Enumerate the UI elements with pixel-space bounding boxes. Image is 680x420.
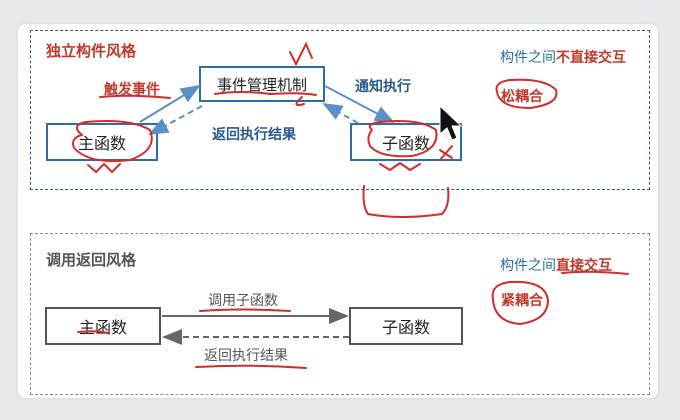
note-prefix-bottom: 构件之间 bbox=[500, 258, 556, 274]
call-return-panel bbox=[30, 233, 650, 395]
direct-interaction-note: 构件之间直接交互 bbox=[500, 255, 612, 275]
sub-function-box-top: 子函数 bbox=[350, 123, 462, 161]
call-return-style-title: 调用返回风格 bbox=[46, 251, 137, 269]
sub-function-label-bottom: 子函数 bbox=[381, 318, 430, 337]
note-emphasis-top: 不直接交互 bbox=[556, 50, 626, 66]
call-sub-function-label: 调用子函数 bbox=[208, 293, 278, 309]
independent-style-title: 独立构件风格 bbox=[46, 42, 137, 60]
main-function-label-bottom: 主函数 bbox=[78, 318, 127, 337]
event-manager-label: 事件管理机制 bbox=[216, 75, 307, 94]
return-result-label-bottom: 返回执行结果 bbox=[204, 348, 288, 364]
note-emphasis-bottom: 直接交互 bbox=[556, 258, 612, 274]
sub-function-label-top: 子函数 bbox=[381, 134, 430, 153]
loose-coupling-label: 松耦合 bbox=[501, 89, 543, 105]
event-manager-box: 事件管理机制 bbox=[199, 66, 325, 102]
notify-execute-label: 通知执行 bbox=[355, 79, 411, 95]
return-result-label-top: 返回执行结果 bbox=[212, 127, 296, 143]
no-direct-interaction-note: 构件之间不直接交互 bbox=[500, 47, 626, 67]
main-function-box-bottom: 主函数 bbox=[45, 307, 161, 345]
main-function-box-top: 主函数 bbox=[46, 123, 158, 161]
note-prefix-top: 构件之间 bbox=[500, 50, 556, 66]
sub-function-box-bottom: 子函数 bbox=[349, 307, 463, 345]
independent-component-panel bbox=[30, 30, 650, 190]
main-function-label-top: 主函数 bbox=[77, 134, 126, 153]
trigger-event-label: 触发事件 bbox=[104, 82, 160, 98]
tight-coupling-label: 紧耦合 bbox=[501, 293, 543, 309]
